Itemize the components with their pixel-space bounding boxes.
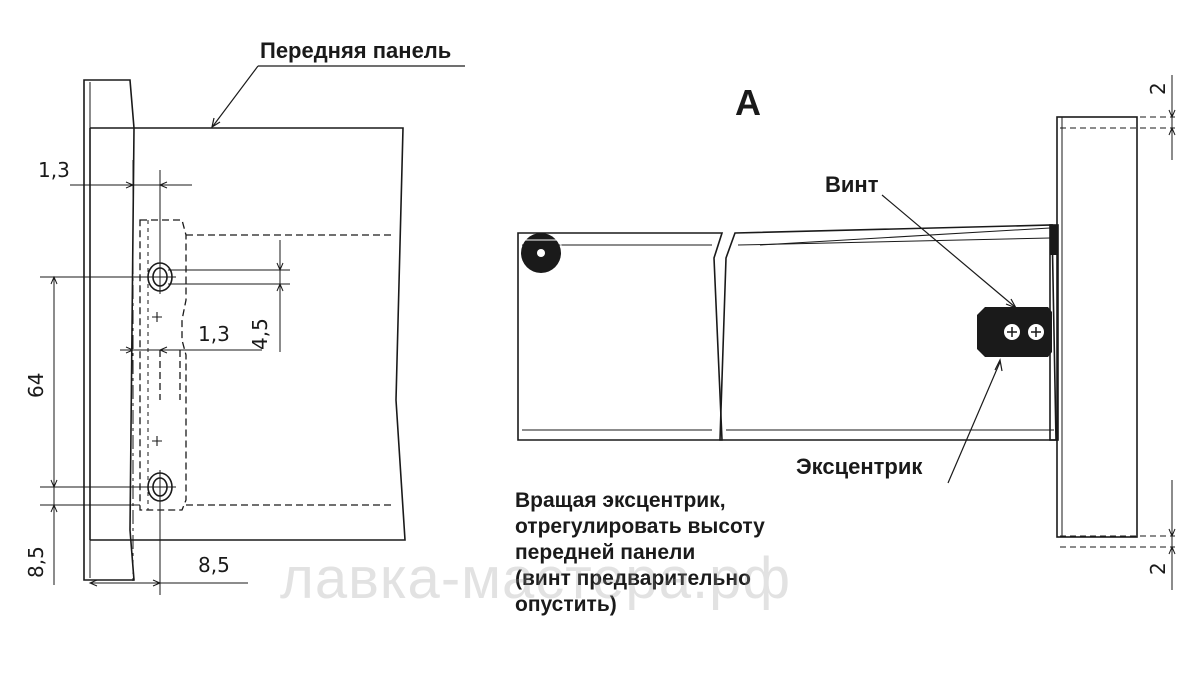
view-a-label: А — [735, 82, 761, 123]
hinge-bracket — [139, 219, 395, 511]
instruction-line: опустить) — [515, 593, 617, 616]
screw-leader — [881, 194, 1016, 308]
dim-gap-bottom — [1168, 480, 1176, 590]
drawer-side-right — [719, 224, 1057, 441]
front-panel-side-view — [1056, 116, 1138, 538]
dim-bottom-vertical — [40, 470, 140, 585]
dim-bottom-vertical-text: 8,5 — [24, 546, 48, 578]
eccentric-label: Эксцентрик — [796, 454, 923, 479]
instruction-line: (винт предварительно — [515, 567, 751, 590]
dim-offset-top — [70, 170, 192, 270]
dim-gap-top-text: 2 — [1146, 82, 1170, 95]
dim-offset-mid — [120, 346, 262, 354]
front-panel-leader — [211, 65, 465, 129]
dim-slot-height-text: 4,5 — [248, 318, 272, 350]
dim-gap-top — [1168, 75, 1176, 160]
front-panel-body — [90, 127, 406, 541]
screw-label: Винт — [825, 172, 879, 197]
dim-bottom-horizontal-text: 8,5 — [198, 553, 230, 577]
instruction-line: отрегулировать высоту — [515, 515, 765, 538]
dim-hole-spacing-text: 64 — [24, 372, 48, 398]
dim-offset-top-text: 1,3 — [38, 158, 70, 182]
side-panel — [83, 79, 135, 581]
eccentric-leader — [947, 361, 1001, 484]
dim-offset-mid-text: 1,3 — [198, 322, 230, 346]
dim-slot-height — [168, 240, 290, 352]
front-panel-label: Передняя панель — [260, 38, 452, 63]
dim-gap-bottom-text: 2 — [1146, 562, 1170, 575]
dim-bottom-horizontal — [88, 500, 248, 595]
cross-marks — [152, 312, 162, 446]
left-view — [40, 65, 465, 595]
drawer-side-left — [517, 232, 724, 441]
instruction-line: передней панели — [515, 541, 696, 564]
instruction-text: Вращая эксцентрик, отрегулировать высоту… — [515, 488, 765, 618]
watermark: лавка-мастера.рф — [280, 546, 792, 611]
instruction-line: Вращая эксцентрик, — [515, 489, 726, 512]
